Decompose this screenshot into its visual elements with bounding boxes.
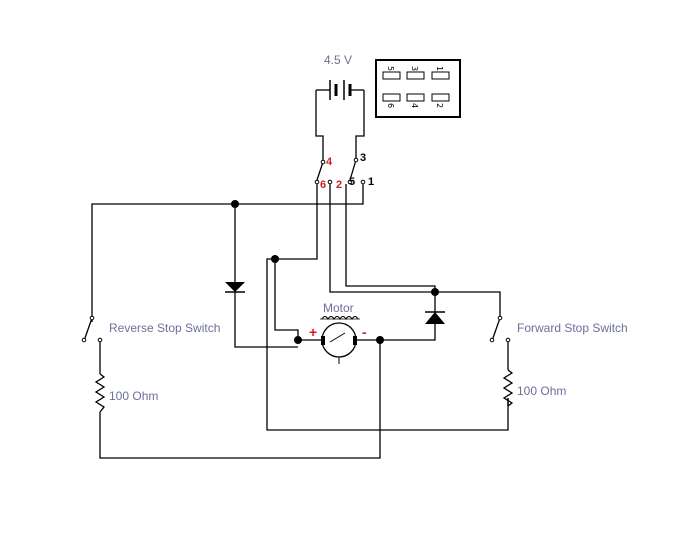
junction-dot bbox=[376, 336, 384, 344]
motor-label: Motor bbox=[323, 301, 354, 315]
junction-dot bbox=[271, 255, 279, 263]
junction-dot bbox=[294, 336, 302, 344]
connector-pinout-box bbox=[375, 59, 461, 118]
battery-label: 4.5 V bbox=[324, 53, 352, 67]
motor-plus-label: + bbox=[309, 324, 317, 340]
pinout-6: 6 bbox=[386, 103, 395, 108]
pinout-3: 3 bbox=[410, 66, 419, 71]
forward-diode bbox=[425, 311, 445, 324]
pinout-2: 2 bbox=[435, 103, 444, 108]
junction-dot bbox=[231, 200, 239, 208]
battery-symbol bbox=[315, 80, 365, 162]
pin-6-label: 6 bbox=[320, 179, 326, 191]
pin-5-label: 5 bbox=[349, 176, 355, 188]
motor-symbol bbox=[320, 316, 360, 364]
forward-resistor-label: 100 Ohm bbox=[517, 384, 566, 398]
pin-3-label: 3 bbox=[360, 152, 366, 164]
wires bbox=[91, 184, 509, 459]
pin-4-label: 4 bbox=[326, 156, 333, 168]
junction-dot bbox=[431, 288, 439, 296]
pinout-4: 4 bbox=[410, 103, 419, 108]
forward-switch-label: Forward Stop Switch bbox=[517, 321, 628, 335]
pinout-5: 5 bbox=[386, 66, 395, 71]
forward-resistor bbox=[502, 369, 514, 407]
forward-stop-switch bbox=[489, 315, 511, 343]
reverse-switch-label: Reverse Stop Switch bbox=[109, 321, 220, 335]
motor-minus-label: - bbox=[362, 324, 367, 340]
reverse-resistor-label: 100 Ohm bbox=[109, 389, 158, 403]
reverse-diode bbox=[225, 282, 245, 293]
dpdt-switch bbox=[314, 157, 366, 185]
reverse-resistor bbox=[94, 373, 106, 413]
pinout-1: 1 bbox=[435, 66, 444, 71]
pin-1-label: 1 bbox=[368, 176, 374, 188]
reverse-stop-switch bbox=[81, 315, 103, 343]
pin-2-label: 2 bbox=[336, 179, 342, 191]
